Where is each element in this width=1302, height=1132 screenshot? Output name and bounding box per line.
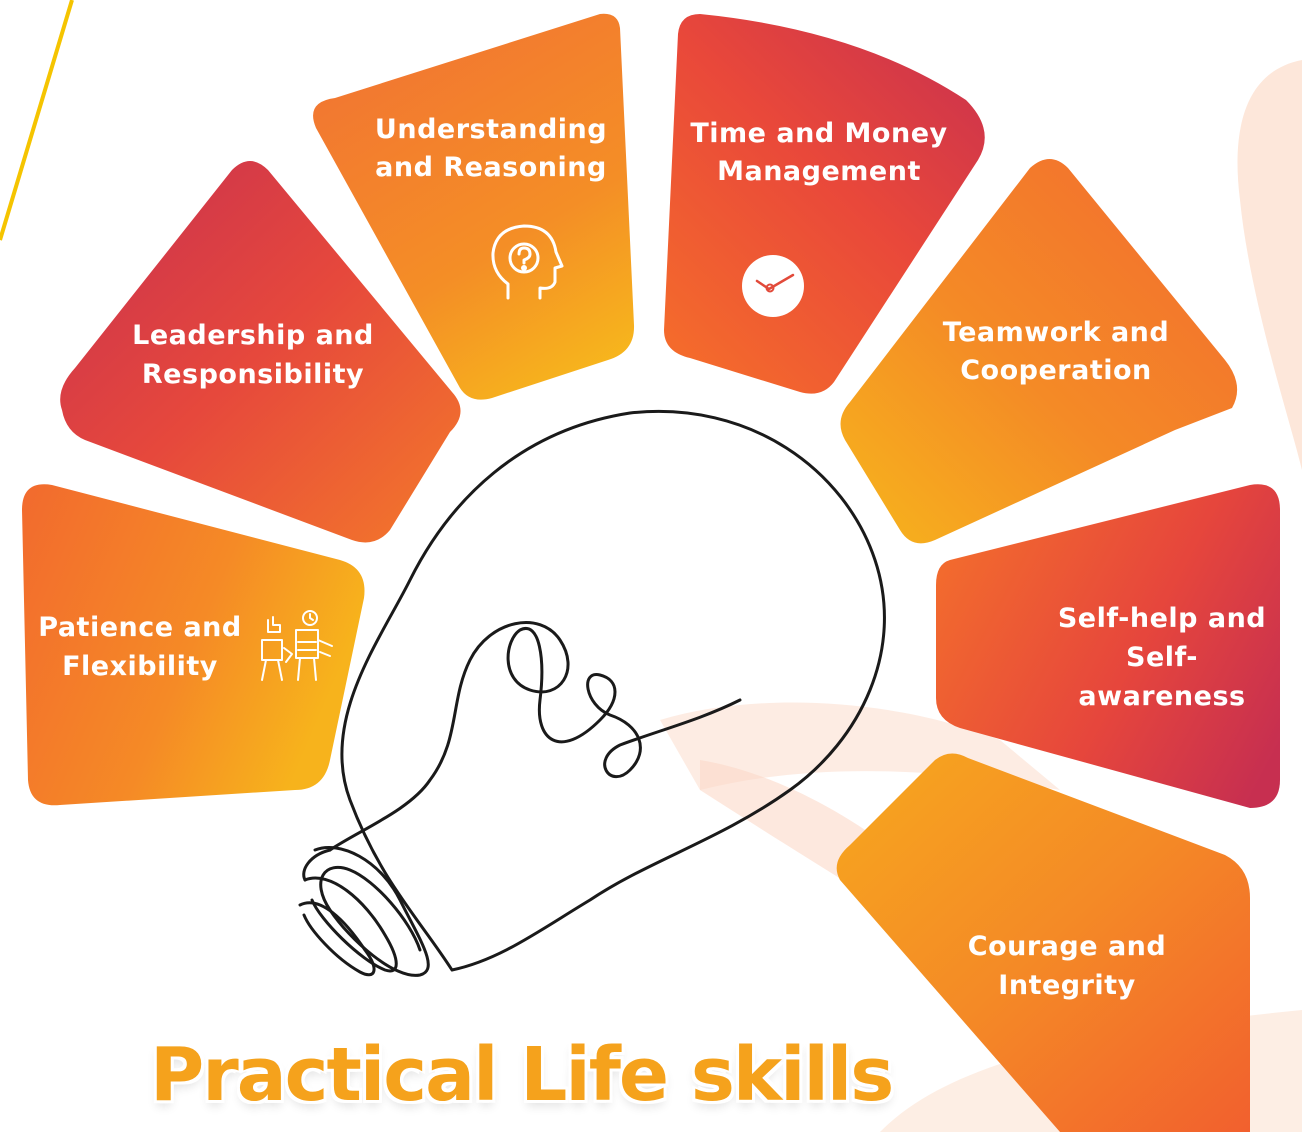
svg-text:Courage and: Courage and: [968, 931, 1166, 962]
head-question-icon: [491, 224, 564, 300]
clock-icon: [742, 255, 804, 317]
svg-text:and Reasoning: and Reasoning: [375, 152, 607, 183]
segment-patience[interactable]: [22, 484, 365, 806]
label-leadership: Leadership and Responsibility: [132, 320, 374, 390]
svg-text:Understanding: Understanding: [375, 114, 607, 145]
svg-text:Flexibility: Flexibility: [62, 651, 218, 682]
svg-text:Self-: Self-: [1126, 642, 1198, 673]
segment-time-money[interactable]: [664, 14, 985, 394]
svg-text:Self-help and: Self-help and: [1058, 603, 1266, 634]
svg-text:Responsibility: Responsibility: [142, 359, 364, 390]
label-patience: Patience and Flexibility: [38, 612, 241, 682]
svg-text:Leadership and: Leadership and: [132, 320, 374, 351]
label-understanding: Understanding and Reasoning: [375, 114, 607, 183]
lightbulb-outline-icon: [298, 410, 886, 977]
label-time-money: Time and Money Management: [690, 118, 947, 187]
segment-self-help[interactable]: [936, 484, 1280, 808]
segment-leadership[interactable]: [60, 161, 461, 543]
svg-text:Cooperation: Cooperation: [960, 355, 1152, 386]
label-self-help: Self-help and Self- awareness: [1058, 603, 1266, 712]
svg-text:Teamwork and: Teamwork and: [943, 317, 1169, 348]
people-teaching-icon: [261, 610, 333, 681]
label-teamwork: Teamwork and Cooperation: [943, 317, 1169, 386]
page-title: Practical Life skills: [150, 1032, 894, 1118]
svg-text:awareness: awareness: [1078, 681, 1245, 712]
label-courage: Courage and Integrity: [968, 931, 1166, 1001]
segment-courage[interactable]: [836, 753, 1250, 1132]
svg-text:Time and Money: Time and Money: [690, 118, 947, 149]
svg-text:Integrity: Integrity: [998, 970, 1135, 1001]
svg-text:Management: Management: [717, 156, 921, 187]
segment-teamwork[interactable]: [840, 159, 1238, 544]
segment-understanding[interactable]: [313, 13, 635, 400]
yellow-accent-line: [0, 0, 74, 241]
svg-text:Patience and: Patience and: [38, 612, 241, 643]
background-petal: [1237, 60, 1302, 470]
